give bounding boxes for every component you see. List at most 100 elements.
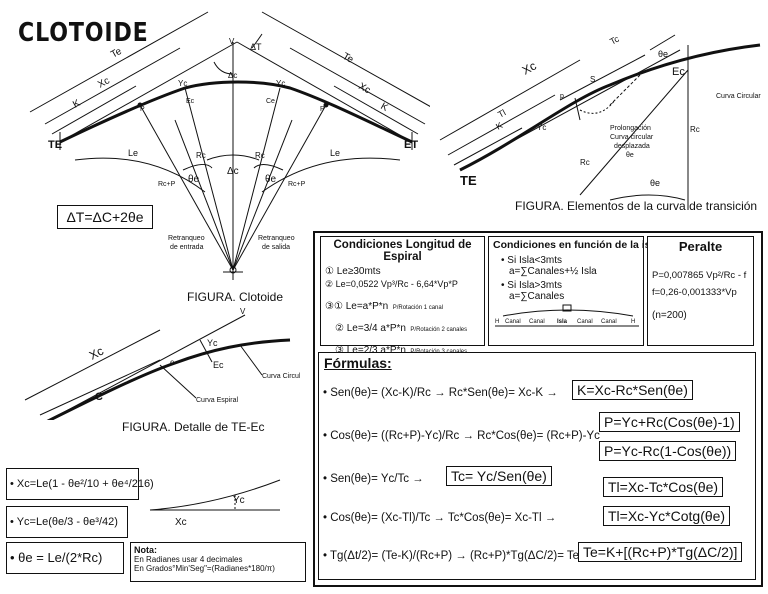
ec-fig2: Ec [213, 360, 224, 370]
mini-yc: Yc [233, 495, 245, 506]
curva-circular-fig2: Curva Circular [262, 373, 300, 380]
s-fig3: S [590, 75, 595, 84]
peralte-f3: (n=200) [652, 310, 687, 321]
espiral-l3: ③① Le=a*P*n [325, 301, 389, 312]
ec-label: Ec [186, 98, 195, 105]
formula-row3-result: Tc= Yc/Sen(θe) [446, 466, 552, 486]
k-dim-left: K [71, 98, 82, 111]
tc-fig3: Tc [608, 33, 621, 46]
peralte-header: Peralte [678, 239, 723, 254]
theta-right: θe [265, 174, 277, 185]
isla-b2: • Si Isla>3mts [501, 280, 563, 291]
espiral-l5: ③ Le=2/3 a*P*n [335, 345, 406, 356]
formula-row2-result1: P=Yc+Rc(Cos(θe)-1) [599, 412, 740, 432]
delta-c-top: Δc [228, 71, 237, 80]
isla-b1: • Si Isla<3mts [501, 255, 563, 266]
formula-row2-result2: P=Yc-Rc(1-Cos(θe)) [599, 441, 737, 461]
curva-espiral-fig2: Curva Espiral [196, 397, 238, 404]
isla-b1-text: Si Isla<3mts [507, 255, 563, 266]
formula-row1: • Sen(θe)= (Xc-K)/Rc → Rc*Sen(θe)= Xc-K … [323, 387, 558, 399]
ce-label: Ce [266, 98, 275, 105]
le-right: Le [330, 148, 340, 158]
svg-text:Canal: Canal [601, 319, 617, 325]
svg-text:H: H [495, 319, 499, 325]
formula-row1-result: K=Xc-Rc*Sen(θe) [572, 380, 693, 400]
theta-left: θe [188, 174, 200, 185]
formula-row3-result2: Tl=Xc-Tc*Cos(θe) [603, 477, 724, 497]
espiral-l4-note: P/Rotación 2 canales [410, 327, 468, 333]
xc-dim-left: Xc [96, 75, 112, 90]
theta-formula-box: • θe = Le/(2*Rc) [6, 542, 124, 574]
te-dim-left: Te [109, 46, 124, 61]
delta-formula: ΔT=ΔC+2θe [66, 209, 144, 225]
e-fig2: e [170, 358, 175, 367]
yc-fig3: Yc [537, 123, 546, 132]
ec-fig3: Ec [672, 66, 685, 78]
p-fig3: p [560, 93, 564, 100]
rc-fig3b: Rc [580, 158, 590, 167]
k-fig3: K [494, 120, 504, 132]
formula-row2: • Cos(θe)= ((Rc+P)-Yc)/Rc → Rc*Cos(θe)= … [323, 430, 600, 442]
svg-text:Canal: Canal [577, 319, 593, 325]
v-fig2: V [240, 307, 246, 316]
theta-fig3-bottom: θe [650, 178, 660, 188]
svg-text:Canal: Canal [505, 319, 521, 325]
yc-right: Yc [276, 79, 285, 88]
tl-fig3: Tl [496, 107, 507, 119]
isla-header: Condiciones en función de la isla [493, 239, 660, 251]
formula-row3: • Sen(θe)= Yc/Tc → [323, 473, 424, 485]
et-label: ET [404, 139, 418, 151]
formula-row4-result: Tl=Xc-Yc*Cotg(θe) [603, 506, 731, 526]
p-right: P [320, 106, 325, 113]
svg-text:Isla: Isla [557, 319, 568, 325]
nota-title: Nota: [134, 545, 157, 555]
isla-box: Condiciones en función de la isla • Si I… [488, 236, 660, 346]
clotoide-figure: TE ET Te Xc K Te Xc K Le Le Yc Yc Ec Ce … [29, 11, 430, 280]
espiral-l2: ② Le=0,0522 Vp³/Rc - 6,64*Vp*P [325, 279, 458, 289]
delta-t-label: ΔT [250, 42, 262, 52]
yc-formula: • Yc=Le(θe/3 - θe³/42) [10, 516, 118, 528]
rc-right: Rc [255, 151, 265, 160]
nota-line1: En Radianes usar 4 decimales [134, 555, 243, 564]
yc-formula-box: • Yc=Le(θe/3 - θe³/42) [6, 506, 128, 538]
xc-formula: • Xc=Le(1 - θe²/10 + θe⁴/216) [10, 478, 154, 490]
k-dim-right: K [379, 101, 390, 114]
rcp-left: Rc+P [158, 181, 176, 188]
isla-b1f: a=∑Canales+½ Isla [509, 266, 597, 277]
mini-sketch: Yc Xc [149, 479, 281, 528]
te-fig3: TE [460, 173, 477, 188]
espiral-l3-note: P/Rotación 1 canal [392, 305, 444, 311]
peralte-f2: f=0,26-0,001333*Vp [652, 287, 737, 298]
espiral-box: Condiciones Longitud de Espiral ① Le≥30m… [320, 236, 485, 356]
isla-b2f: a=∑Canales [509, 291, 565, 302]
xc-dim-right: Xc [357, 81, 373, 96]
formula-row4: • Cos(θe)= (Xc-Tl)/Tc → Tc*Cos(θe)= Xc-T… [323, 512, 557, 524]
curva-circular-fig3: Curva Circular [716, 93, 761, 100]
rc-fig3a: Rc [690, 125, 700, 134]
xc-fig3: Xc [520, 59, 539, 78]
le-left: Le [128, 148, 138, 158]
svg-text:H: H [631, 319, 635, 325]
isla-b2-text: Si Isla>3mts [507, 280, 563, 291]
peralte-f1: P=0,007865 Vp²/Rc - f [652, 270, 747, 281]
elementos-figure: TE Xc Tl K Tc θe Ec S p Yc Rc Rc Curva C… [439, 33, 761, 210]
caption-elementos: FIGURA. Elementos de la curva de transic… [515, 199, 758, 213]
te-label: TE [48, 139, 62, 151]
espiral-l1: ① Le≥30mts [325, 266, 381, 277]
v-label: V [229, 37, 235, 46]
espiral-l4: ② Le=3/4 a*P*n [335, 323, 406, 334]
peralte-box: Peralte P=0,007865 Vp²/Rc - f f=0,26-0,0… [647, 236, 754, 346]
detalle-figure: Xc C e Yc Ec TE Curva Espiral Curva Circ… [24, 307, 300, 420]
espiral-header: Condiciones Longitud de Espiral [333, 239, 472, 263]
theta-fig3: θe [658, 49, 668, 59]
yc-fig2: Yc [207, 338, 218, 348]
delta-formula-box: ΔT=ΔC+2θe [57, 205, 153, 229]
nota-line2: En Grados°Min'Seg"=(Radianes*180/π) [134, 564, 275, 573]
nota-box: Nota: En Radianes usar 4 decimales En Gr… [130, 542, 306, 582]
formula-row5-result: Te=K+[(Rc+P)*Tg(ΔC/2)] [578, 542, 743, 562]
formulas-header: Fórmulas: [324, 355, 392, 371]
rcp-right: Rc+P [288, 181, 306, 188]
